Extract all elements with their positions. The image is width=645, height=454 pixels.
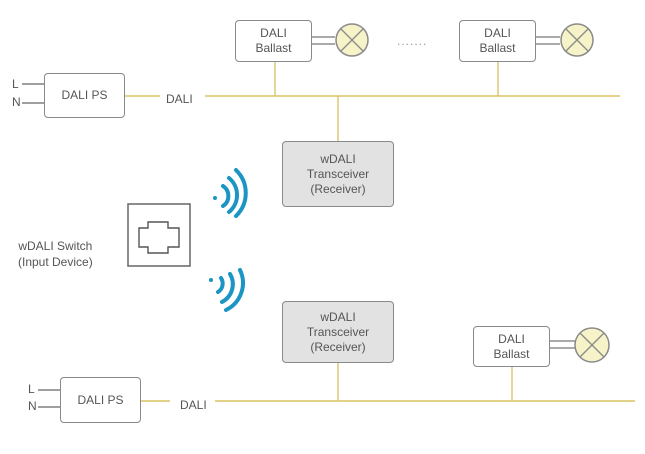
bottom-ballast-label: DALI Ballast [493,331,530,361]
ellipsis: ....... [397,34,428,48]
bottom-dali-ps-label: DALI PS [77,392,124,407]
switch-plate [127,203,191,267]
wireless-signal-icon [209,268,245,312]
top-ballast-1-label: DALI Ballast [255,26,292,55]
top-receiver: wDALI Transceiver (Receiver) [282,141,394,207]
bottom-bus-label: DALI [180,398,207,412]
top-ballast-1: DALI Ballast [235,20,312,62]
top-ballast-2: DALI Ballast [459,20,536,62]
switch-cross-icon [138,221,180,254]
bottom-receiver: wDALI Transceiver (Receiver) [282,301,394,363]
top-dali-ps-label: DALI PS [61,88,108,102]
bottom-dali-ps: DALI PS [60,377,141,423]
wireless-signal-icon [213,168,248,218]
top-receiver-label: wDALI Transceiver (Receiver) [306,151,370,196]
top-dali-ps: DALI PS [44,73,125,118]
lamp-icon [335,23,369,57]
bottom-ballast: DALI Ballast [473,326,550,367]
bottom-n-label: N [28,399,37,413]
lamp-icon [560,23,594,57]
bottom-receiver-label: wDALI Transceiver (Receiver) [306,309,370,354]
top-n-label: N [12,95,21,109]
top-ballast-2-label: DALI Ballast [479,26,516,55]
switch-label: wDALI Switch (Input Device) [18,239,93,269]
bottom-l-label: L [28,382,35,396]
top-bus-label: DALI [166,92,193,106]
top-l-label: L [12,77,19,91]
lamp-icon [574,327,610,363]
